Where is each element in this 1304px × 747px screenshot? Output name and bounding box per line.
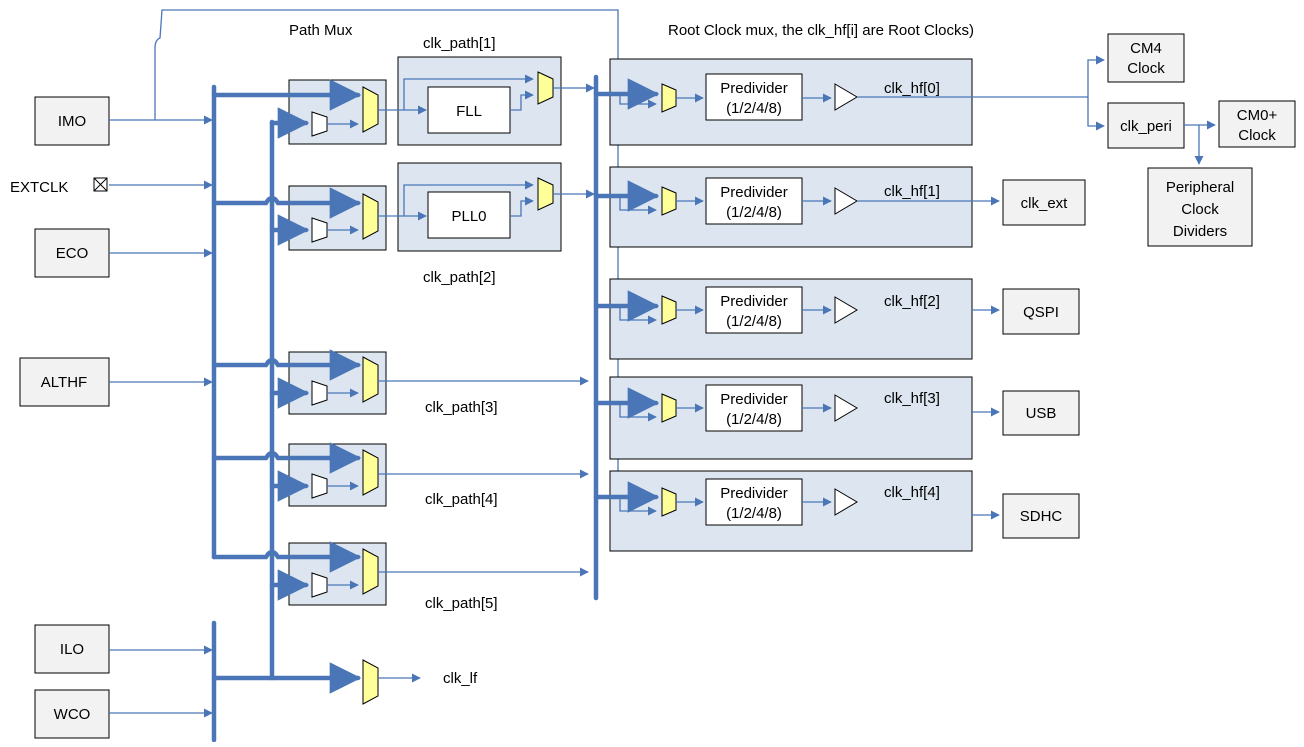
extclk-pin-icon: [93, 177, 108, 192]
fll-output-mux: [537, 71, 554, 105]
fll-out-wire: [510, 90, 534, 111]
predivider-4-l1: Predivider: [720, 485, 788, 502]
clk-path-5-label: clk_path[5]: [425, 595, 498, 612]
root-clock-4: Predivider (1/2/4/8) clk_hf[4]: [593, 470, 973, 552]
path-muxes: [311, 86, 379, 598]
bus-tap-3: [211, 349, 362, 381]
root-clock-3: Predivider (1/2/4/8) clk_hf[3]: [593, 376, 973, 460]
peripheral-l3: Dividers: [1173, 223, 1227, 240]
pll-output-mux: [537, 177, 554, 211]
clk-path-2-label: clk_path[2]: [423, 269, 496, 286]
peripheral-dividers-box: Peripheral Clock Dividers: [1147, 167, 1253, 247]
imo-label: IMO: [58, 113, 86, 130]
clk-ext-box: clk_ext: [1002, 179, 1086, 226]
peripheral-l1: Peripheral: [1166, 179, 1234, 196]
predivider-0-l2: (1/2/4/8): [726, 100, 782, 117]
cm0-clock-box: CM0+ Clock: [1218, 100, 1296, 148]
clk-lf-label: clk_lf: [443, 670, 478, 687]
cm4-wire: [857, 55, 1105, 98]
predivider-1-l2: (1/2/4/8): [726, 204, 782, 221]
bus-tap-2: [211, 187, 362, 219]
eco-box: ECO: [34, 228, 110, 278]
clk-lf-mux: [362, 659, 379, 705]
clk-hf-0-label: clk_hf[0]: [884, 80, 940, 97]
root-clock-2: Predivider (1/2/4/8) clk_hf[2]: [593, 278, 973, 360]
ilo-label: ILO: [60, 641, 84, 658]
cm4-l2: Clock: [1127, 60, 1165, 77]
ilo-box: ILO: [34, 624, 110, 674]
fll-box: [427, 86, 511, 134]
predivider-1-l1: Predivider: [720, 184, 788, 201]
clk-hf-4-label: clk_hf[4]: [884, 484, 940, 501]
extclk-label: EXTCLK: [10, 179, 68, 196]
root-mux-title: Root Clock mux, the clk_hf[i] are Root C…: [668, 22, 974, 39]
clk-path-3-label: clk_path[3]: [425, 399, 498, 416]
wco-box: WCO: [34, 689, 110, 739]
wco-label: WCO: [54, 706, 91, 723]
clk-hf-3-label: clk_hf[3]: [884, 390, 940, 407]
cm4-clock-box: CM4 Clock: [1107, 33, 1185, 83]
cm0-l1: CM0+: [1237, 107, 1278, 124]
peripheral-l2: Clock: [1181, 201, 1219, 218]
clk-path-1-label: clk_path[1]: [423, 35, 496, 52]
clk-peri-box: clk_peri: [1107, 102, 1185, 149]
pll-out-wire: [510, 196, 534, 217]
bus-tap-4: [211, 442, 362, 474]
pll-box: [427, 191, 511, 239]
sdhc-label: SDHC: [1020, 508, 1063, 525]
clk-peri-wire: [1087, 97, 1105, 131]
pll-bypass-wire: [378, 180, 534, 217]
path-mux-title: Path Mux: [289, 22, 353, 39]
eco-label: ECO: [56, 245, 89, 262]
sdhc-box: SDHC: [1002, 493, 1080, 539]
pll-label: PLL0: [451, 208, 486, 225]
imo-box: IMO: [34, 96, 110, 146]
althf-box: ALTHF: [19, 357, 110, 407]
clk-path-4-label: clk_path[4]: [425, 491, 498, 508]
clk-ext-label: clk_ext: [1021, 195, 1069, 212]
imo-bypass-wire: [154, 9, 625, 514]
fll-label: FLL: [456, 103, 482, 120]
fll-bypass-wire: [378, 74, 534, 111]
predivider-4-l2: (1/2/4/8): [726, 505, 782, 522]
root-clock-1: Predivider (1/2/4/8) clk_hf[1]: [593, 166, 973, 248]
predivider-2-l1: Predivider: [720, 293, 788, 310]
clk-hf-1-label: clk_hf[1]: [884, 183, 940, 200]
cm0-l2: Clock: [1238, 127, 1276, 144]
predivider-3-l2: (1/2/4/8): [726, 411, 782, 428]
predivider-3-l1: Predivider: [720, 391, 788, 408]
qspi-box: QSPI: [1002, 288, 1080, 335]
root-clock-0: Predivider (1/2/4/8) clk_hf[0]: [593, 58, 973, 146]
clk-hf-2-label: clk_hf[2]: [884, 293, 940, 310]
usb-box: USB: [1002, 390, 1080, 436]
usb-label: USB: [1026, 405, 1057, 422]
clk-peri-label: clk_peri: [1120, 118, 1172, 135]
qspi-label: QSPI: [1023, 304, 1059, 321]
predivider-0-l1: Predivider: [720, 80, 788, 97]
bus-tap-5: [211, 541, 362, 573]
cm4-l1: CM4: [1130, 40, 1162, 57]
predivider-2-l2: (1/2/4/8): [726, 313, 782, 330]
althf-label: ALTHF: [41, 374, 87, 391]
